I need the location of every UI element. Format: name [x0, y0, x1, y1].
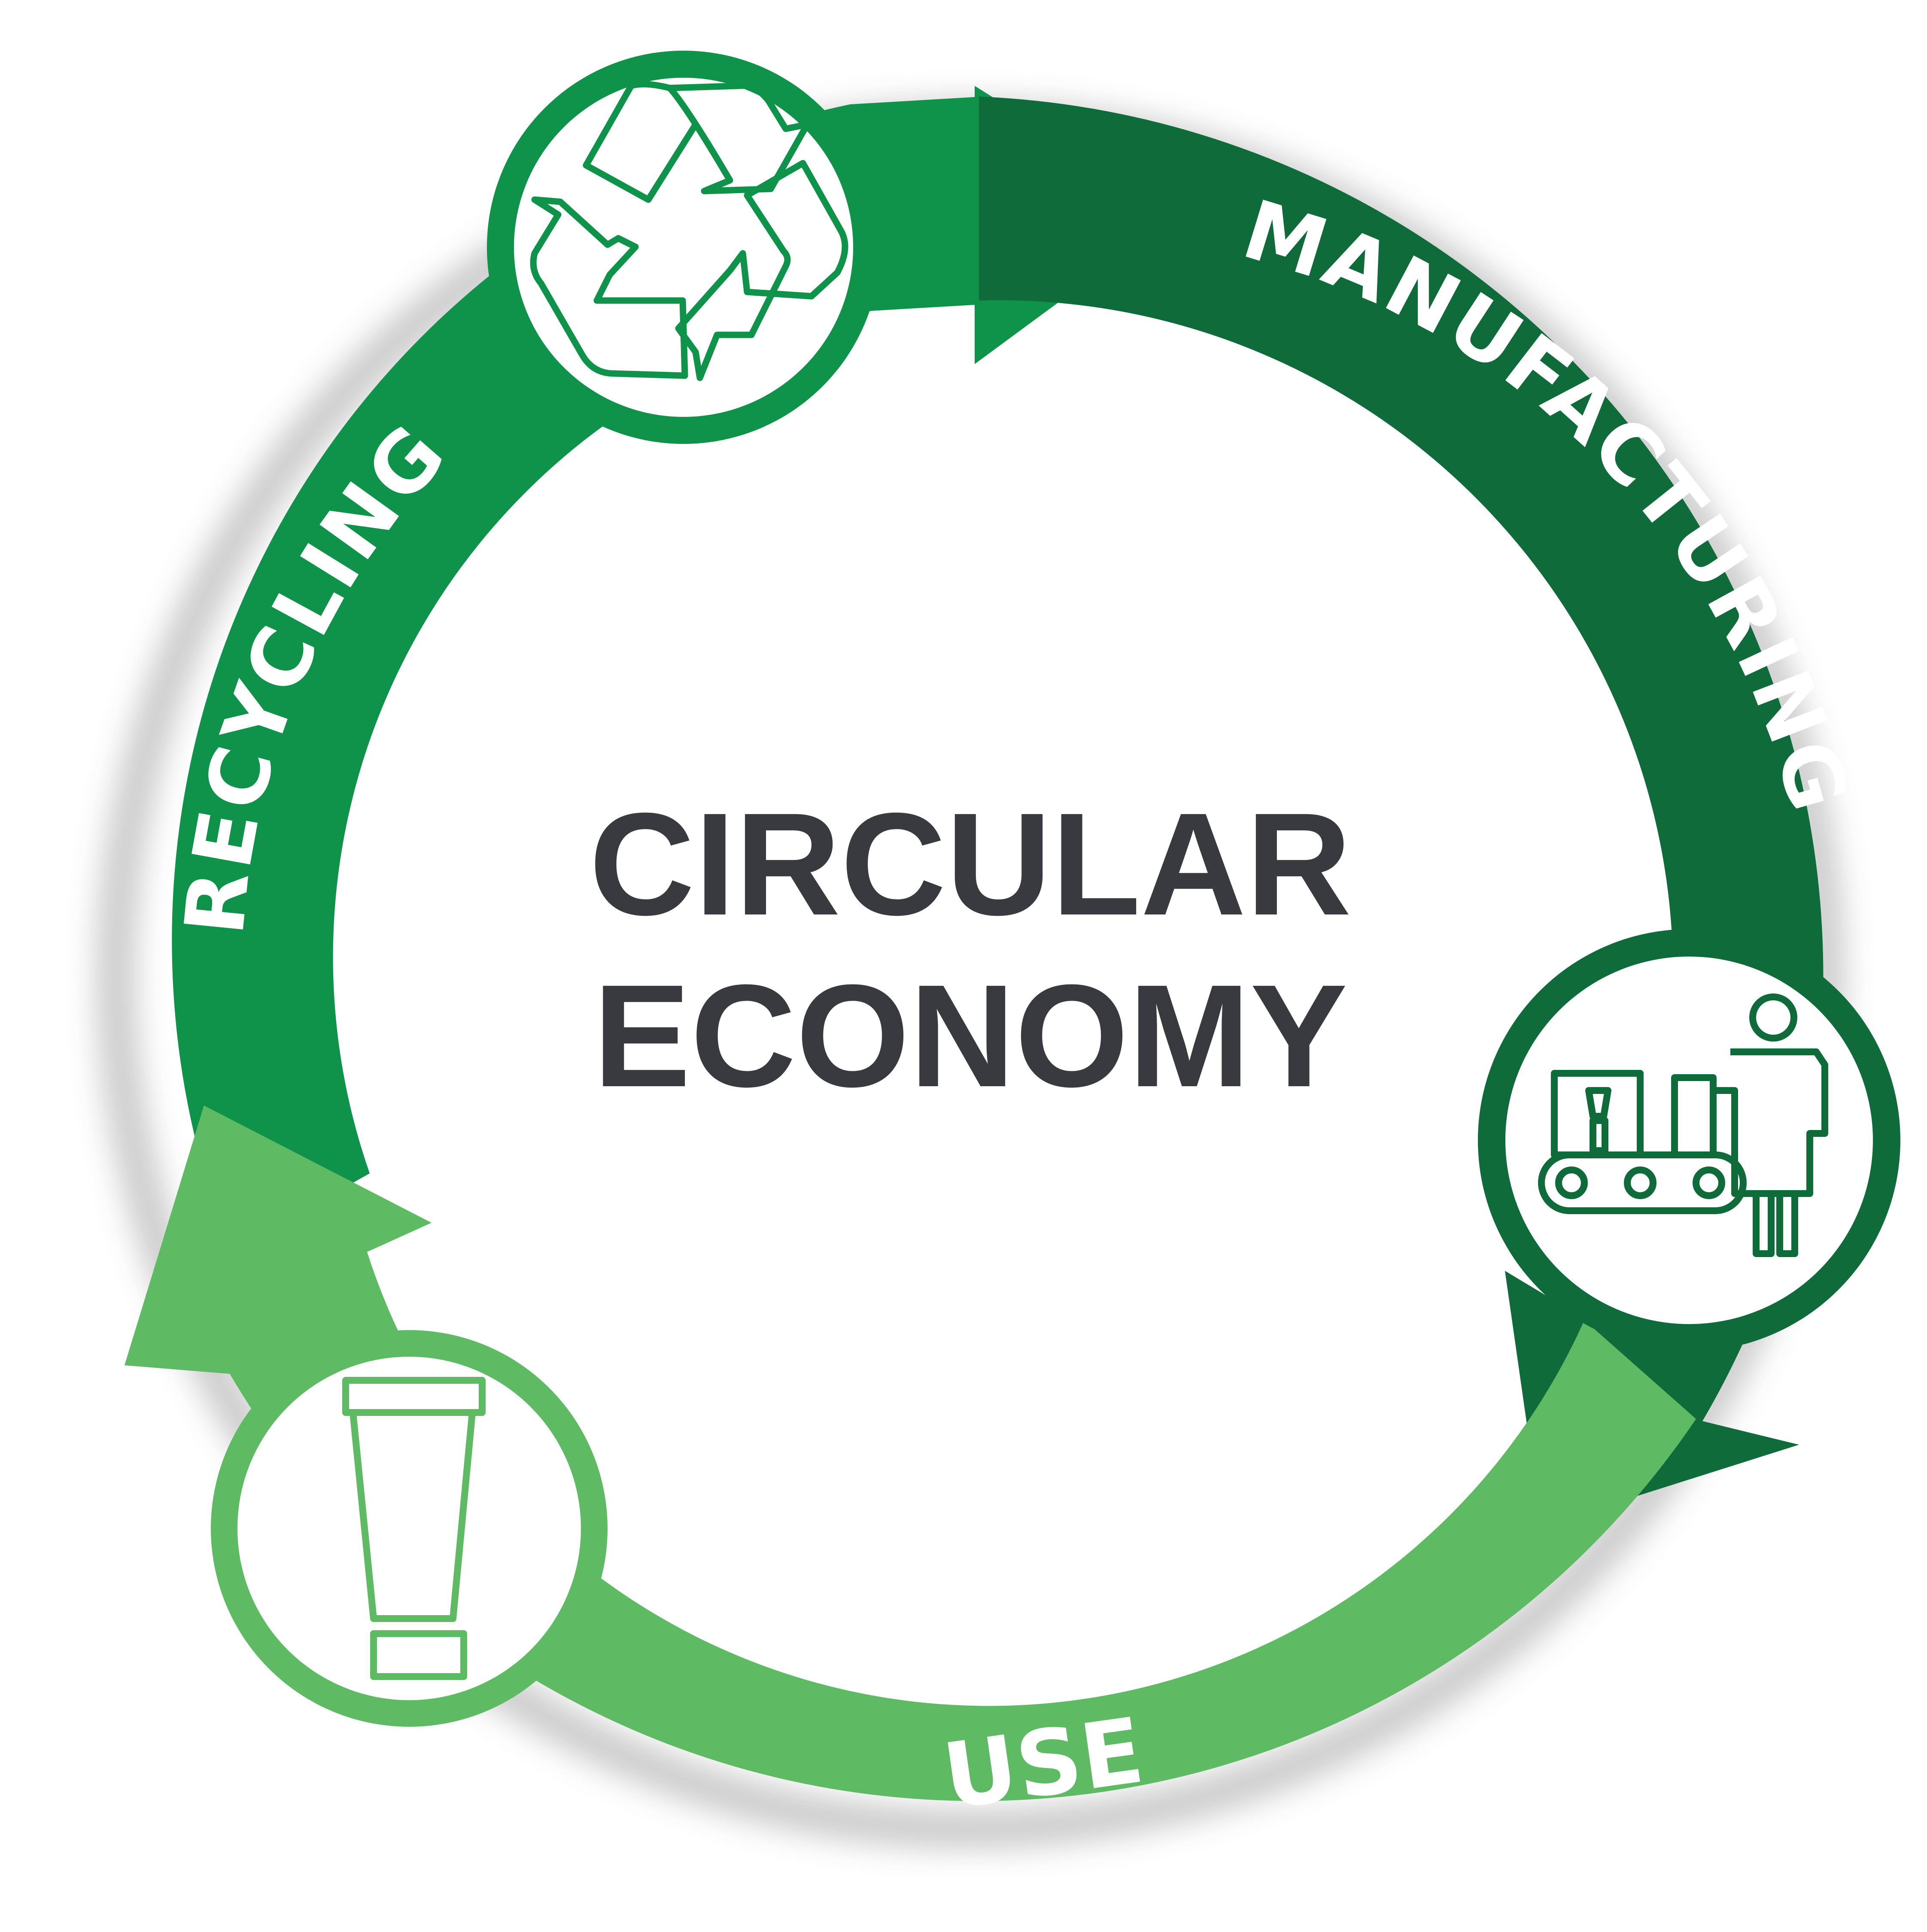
- center-title-line1: CIRCULAR: [589, 783, 1351, 946]
- tube-icon: [342, 1377, 486, 1680]
- manufacturing-badge: [1478, 929, 1900, 1352]
- conveyor-worker-icon: [1538, 993, 1828, 1257]
- recycling-badge: [487, 51, 880, 444]
- recycling-arc: [172, 86, 1179, 1252]
- center-title-line2: ECONOMY: [593, 954, 1348, 1118]
- use-badge: [211, 1330, 608, 1727]
- manufacturing-arc: [979, 97, 1824, 1526]
- recycle-icon: [530, 81, 848, 381]
